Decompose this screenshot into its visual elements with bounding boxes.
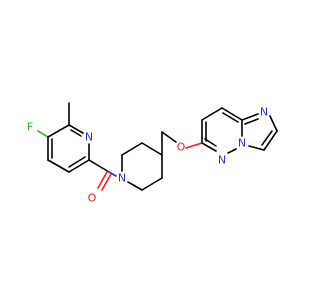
bonds (37, 102, 278, 191)
bond (121, 142, 143, 156)
bond (68, 156, 86, 168)
bond (37, 130, 49, 138)
bond (227, 148, 237, 154)
bond (201, 142, 217, 152)
molecule-structure-diagram: F N O N O N N N (0, 0, 300, 300)
bond (204, 138, 217, 147)
bond (108, 171, 117, 177)
bond (241, 113, 259, 121)
pyridine-nitrogen-label: N (85, 131, 93, 144)
diagram-background (0, 0, 300, 300)
pyridazine-nitrogen-label: N (218, 154, 226, 167)
bond (222, 112, 239, 123)
bond (97, 171, 108, 189)
bond (263, 130, 278, 151)
bond (47, 124, 70, 138)
bond (47, 159, 70, 173)
bond (141, 142, 163, 156)
bond (70, 129, 82, 137)
bond (185, 142, 203, 149)
bond (127, 181, 143, 191)
bond (68, 124, 84, 134)
bond (269, 115, 278, 132)
bond (141, 177, 163, 191)
piperidine-nitrogen-label: N (118, 172, 126, 185)
bond (68, 159, 90, 173)
bond (244, 118, 259, 125)
ether-oxygen-label: O (177, 141, 186, 154)
atom-labels: F N O N O N N N (27, 106, 268, 205)
imidazole-nitrogen-label: N (260, 106, 268, 119)
fluorine-atom-label: F (27, 121, 33, 134)
bond (88, 159, 110, 173)
bond (161, 131, 177, 143)
bridgehead-nitrogen-label: N (238, 137, 246, 150)
carbonyl-oxygen-label: O (88, 192, 97, 205)
bond (221, 107, 243, 121)
bond (261, 130, 273, 146)
bond (101, 173, 112, 191)
bond (248, 145, 265, 151)
bond (201, 107, 223, 121)
